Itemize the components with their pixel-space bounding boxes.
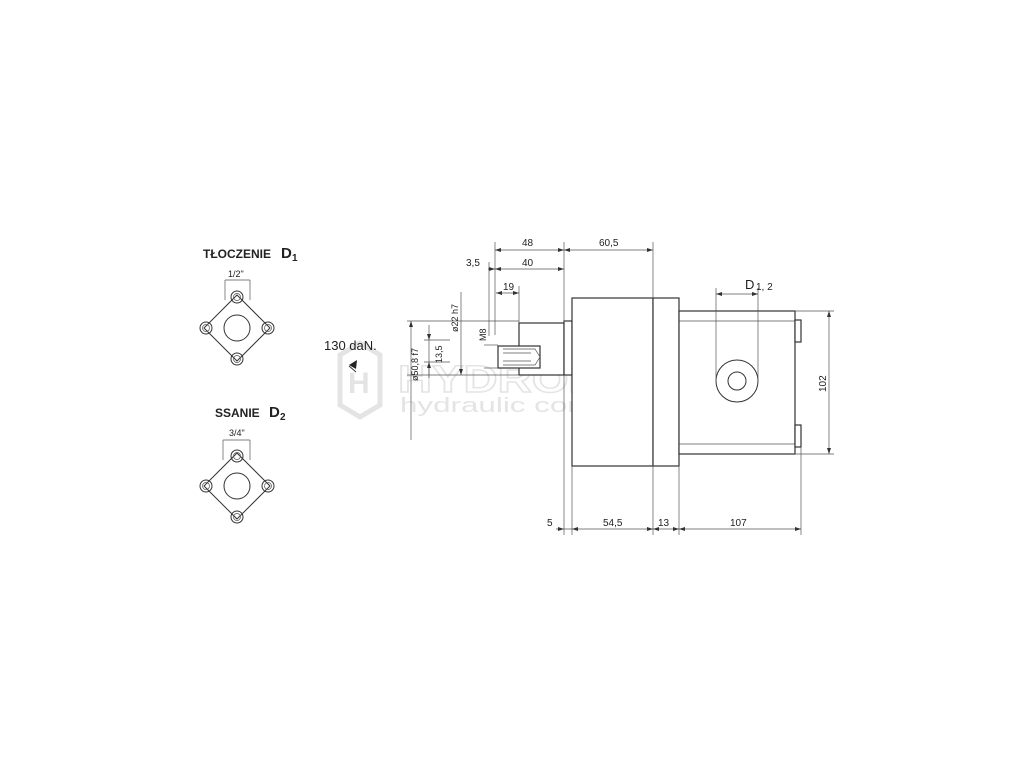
dim-port-label: D — [745, 277, 754, 292]
watermark-logo-letter: H — [348, 367, 370, 400]
dim-m8: M8 — [478, 328, 488, 341]
dim-19: 19 — [503, 282, 515, 293]
discharge-symbol: D — [281, 245, 292, 262]
suction-port-view: SSANIE D 2 3/4" — [199, 404, 286, 524]
dim-5: 5 — [547, 518, 553, 529]
load-annotation: 130 daN. — [324, 338, 377, 373]
discharge-size: 1/2" — [228, 269, 244, 279]
discharge-label: TŁOCZENIE — [203, 247, 271, 261]
suction-subscript: 2 — [280, 412, 286, 423]
front-housing — [571, 297, 654, 467]
mounting-flange — [563, 320, 573, 376]
rear-bolt-top — [794, 319, 802, 343]
rear-cover — [678, 310, 796, 455]
load-arrow-icon — [349, 360, 357, 369]
dim-13-5: 13,5 — [434, 345, 444, 363]
dim-3-5: 3,5 — [466, 258, 480, 269]
dim-54-5: 54,5 — [603, 518, 623, 529]
dim-40: 40 — [522, 258, 534, 269]
load-text: 130 daN. — [324, 338, 377, 353]
suction-size: 3/4" — [229, 428, 245, 438]
port-inner-icon — [727, 371, 747, 391]
suction-symbol: D — [269, 404, 280, 421]
dim-48: 48 — [522, 238, 534, 249]
discharge-port-view: TŁOCZENIE D 1 1/2" — [199, 245, 298, 366]
pump-side-view — [497, 297, 802, 467]
discharge-subscript: 1 — [292, 253, 298, 264]
watermark-logo-icon — [337, 340, 383, 420]
dim-dia22: ø22 h7 — [450, 304, 460, 332]
center-housing — [652, 297, 680, 467]
dim-107: 107 — [730, 518, 747, 529]
discharge-bore-icon — [223, 314, 251, 342]
suction-bore-icon — [223, 472, 251, 500]
dim-13: 13 — [658, 518, 670, 529]
suction-label: SSANIE — [215, 406, 260, 420]
dim-dia50: ø50,8 f7 — [410, 348, 420, 381]
rear-bolt-bottom — [794, 424, 802, 448]
dimensions: 48 60,5 3,5 40 19 ø22 h7 13,5 ø50,8 f7 M… — [407, 238, 834, 535]
dim-102: 102 — [818, 375, 829, 392]
dim-port-sub: 1, 2 — [756, 282, 773, 293]
dim-60-5: 60,5 — [599, 238, 619, 249]
